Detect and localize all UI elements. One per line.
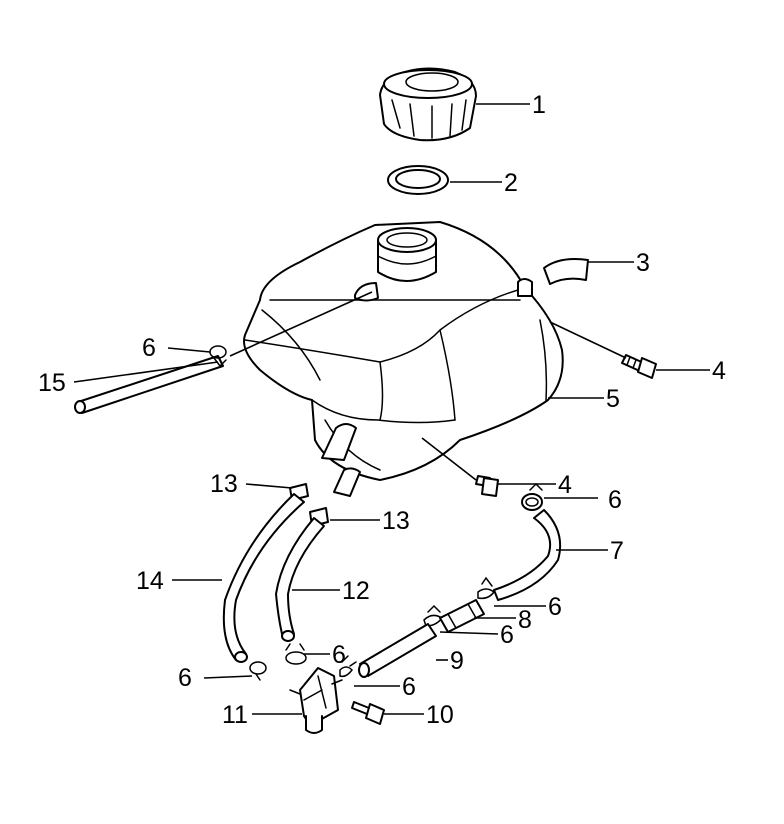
callout-15: 15 [38,369,66,397]
gasket [387,165,449,195]
callout-6-cock-top: 6 [332,641,346,669]
fuel-tank [243,221,564,497]
callout-12: 12 [342,577,370,605]
hose-clip [477,576,496,600]
callout-7: 7 [610,537,624,565]
callout-6-filter-right: 6 [548,593,562,621]
mounting-bolt-lower [475,475,499,497]
callout-4-upper: 4 [712,357,726,385]
fuel-hose-long [222,493,305,663]
mounting-bolt-upper [621,354,657,379]
callout-13-right: 13 [382,507,410,535]
callout-9: 9 [450,647,464,675]
rubber-pad [543,258,589,285]
callout-1: 1 [532,91,546,119]
callout-6-filter-left: 6 [500,621,514,649]
hose-clip [285,643,307,665]
callout-6-lower-left: 6 [178,664,192,692]
filler-cap [379,67,477,142]
fuel-filter [439,599,485,633]
fuel-hose-short [358,623,437,678]
fuel-cock [289,667,343,734]
callout-6-cock-right: 6 [402,673,416,701]
hose-clip [423,604,444,627]
callout-13-left: 13 [210,470,238,498]
fuel-hose-medium [275,517,325,642]
hose-clip [339,655,357,678]
callouts: 1 2 3 4 4 5 6 6 6 6 6 6 6 7 8 9 10 11 12… [38,91,726,729]
callout-11: 11 [222,701,248,729]
hose-clip [521,482,543,511]
callout-6-right: 6 [608,486,622,514]
hose-clip [249,661,267,681]
screw [351,701,385,725]
callout-3: 3 [636,249,650,277]
callout-8: 8 [518,606,532,634]
fuel-hose-curved [493,509,562,601]
callout-6-upper-left: 6 [142,334,156,362]
callout-10: 10 [426,701,454,729]
callout-4-lower: 4 [558,471,572,499]
callout-5: 5 [606,385,620,413]
callout-2: 2 [504,169,518,197]
leader-lines [73,103,710,715]
breather-hose [74,355,224,414]
callout-14: 14 [136,567,164,595]
